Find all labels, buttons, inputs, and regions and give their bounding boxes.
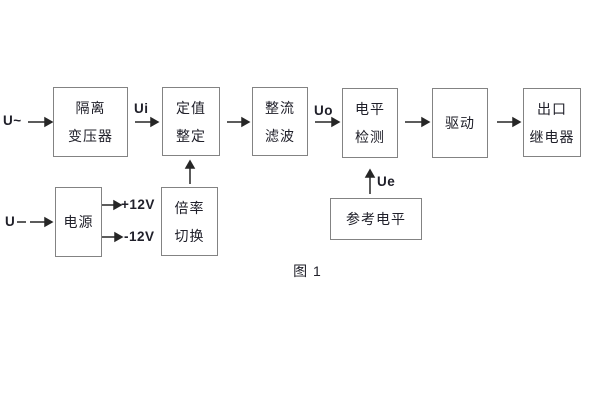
block-label-line: 整定 [176, 127, 206, 144]
arrow-level-to-driver [405, 116, 431, 128]
label-minus-12v: -12V [124, 229, 155, 244]
arrow-transformer-to-setpoint [135, 116, 160, 128]
block-label-line: 电平 [355, 101, 385, 117]
label-input-dc: U [5, 214, 16, 229]
block-level-detection: 电平 检测 [342, 88, 398, 158]
block-label-line: 滤波 [265, 127, 295, 144]
block-label-line: 变压器 [68, 128, 113, 144]
block-label-line: 驱动 [445, 115, 475, 131]
arrow-power-plus-output [102, 199, 123, 211]
block-label-line: 切换 [174, 227, 205, 244]
block-ratio-switch: 倍率 切换 [161, 187, 218, 256]
arrow-rectifier-to-level [315, 116, 341, 128]
block-setpoint-adjust: 定值 整定 [162, 87, 220, 156]
block-label-line: 隔离 [75, 100, 106, 116]
label-ue: Ue [377, 174, 396, 189]
label-plus-12v: +12V [121, 197, 155, 212]
arrow-driver-to-relay [497, 116, 522, 128]
block-isolation-transformer: 隔离 变压器 [53, 87, 128, 157]
block-reference-level: 参考电平 [330, 198, 422, 240]
block-label-line: 定值 [176, 99, 206, 116]
arrow-power-minus-output [102, 231, 124, 243]
block-label-line: 参考电平 [346, 211, 406, 227]
arrow-setpoint-to-rectifier [227, 116, 251, 128]
label-input-ac: U~ [3, 113, 22, 128]
block-power-supply: 电源 [55, 187, 102, 257]
arrow-ratio-to-setpoint [184, 159, 196, 184]
block-driver: 驱动 [432, 88, 488, 158]
figure-caption: 图 1 [293, 263, 322, 279]
block-label-line: 出口 [537, 100, 567, 117]
block-rectifier-filter: 整流 滤波 [252, 87, 308, 156]
block-label-line: 倍率 [174, 199, 205, 216]
block-label-line: 电源 [63, 214, 94, 230]
label-ui: Ui [134, 101, 149, 116]
block-label-line: 整流 [265, 99, 295, 116]
block-label-line: 检测 [355, 129, 385, 145]
block-label-line: 继电器 [529, 128, 575, 145]
label-uo: Uo [314, 103, 333, 118]
arrow-input-dc [30, 216, 54, 228]
arrow-reference-to-level [364, 168, 376, 194]
arrow-input-ac [28, 116, 54, 128]
block-output-relay: 出口 继电器 [523, 88, 581, 157]
